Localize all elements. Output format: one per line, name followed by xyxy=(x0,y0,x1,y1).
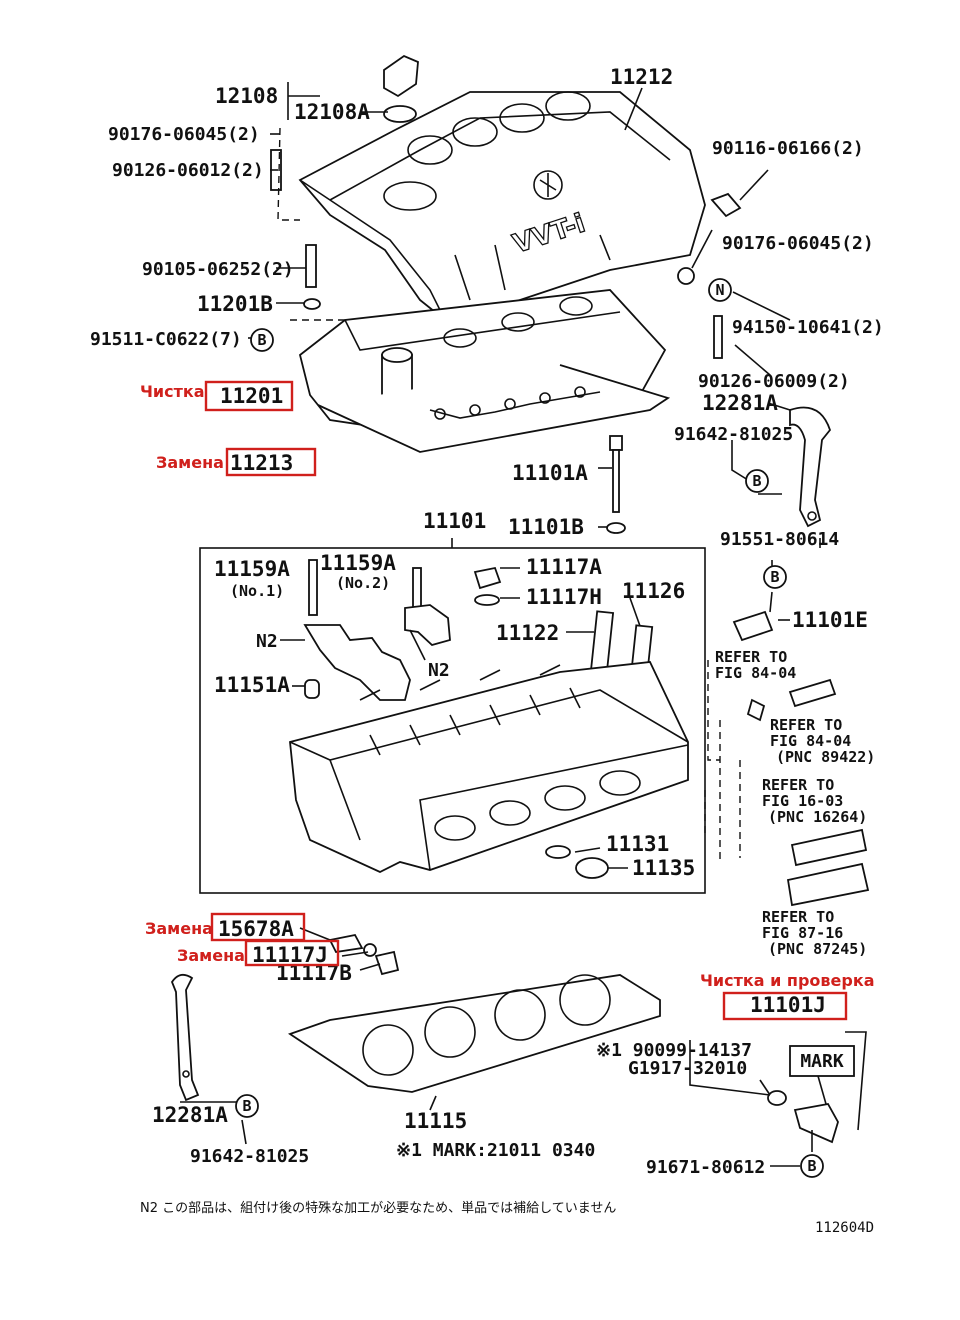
label-11151a: 11151A xyxy=(214,673,290,697)
plug-seal-illustration xyxy=(473,566,502,606)
label-11131: 11131 xyxy=(606,832,669,856)
label-91511-c0622: 91511-C0622(7) xyxy=(90,329,242,350)
engine-hanger-top-illustration xyxy=(789,406,832,528)
refer4-line1: REFER TO xyxy=(762,908,834,926)
label-11101b: 11101B xyxy=(508,515,584,539)
label-11101a: 11101A xyxy=(512,461,588,485)
part-number-labels: 12108 12108A 11212 90176-06045(2) 90126-… xyxy=(90,65,884,1236)
label-94150-10641: 94150-10641(2) xyxy=(732,317,884,338)
annotation-15678a: Замена xyxy=(145,919,213,938)
cover-bolts-illustration xyxy=(270,127,345,321)
refer3-line1: REFER TO xyxy=(762,776,834,794)
label-90176-06045-top: 90176-06045(2) xyxy=(108,124,260,145)
label-n2-mid: N2 xyxy=(428,660,450,681)
refer2-line3: (PNC 89422) xyxy=(776,748,875,766)
circle-n: N xyxy=(715,281,724,299)
leader-lines xyxy=(180,82,827,1167)
label-12281a-top: 12281A xyxy=(702,391,778,415)
label-11101e: 11101E xyxy=(792,608,868,632)
label-no2: (No.2) xyxy=(336,574,390,592)
cover-right-fasteners-illustration xyxy=(677,169,769,359)
mark-note: ※1 MARK:21011 0340 xyxy=(396,1140,595,1161)
refer2-line2: FIG 84-04 xyxy=(770,732,851,750)
head-bolt-illustration xyxy=(606,435,626,534)
label-15678a: 15678A xyxy=(218,917,294,941)
label-11117j: 11117J xyxy=(252,943,328,967)
refer1-line2: FIG 84-04 xyxy=(715,664,796,682)
label-11159a-1: 11159A xyxy=(214,557,290,581)
label-90099-14137: ※1 90099-14137 xyxy=(596,1040,752,1061)
refer2-line1: REFER TO xyxy=(770,716,842,734)
circle-b-5: B xyxy=(807,1157,816,1175)
label-11126: 11126 xyxy=(622,579,685,603)
annotation-11213: Замена xyxy=(156,453,224,472)
head-gasket-illustration xyxy=(287,974,661,1093)
annotation-11117j: Замена xyxy=(177,946,245,965)
label-91671-80612: 91671-80612 xyxy=(646,1157,765,1178)
mark-tag: MARK xyxy=(800,1051,844,1072)
camshaft-bearing-caps-illustration xyxy=(303,559,451,701)
label-n2-left: N2 xyxy=(256,631,278,652)
highlight-11117j xyxy=(244,939,340,967)
red-annotations: Чистка Замена Замена Замена Чистка и про… xyxy=(140,380,875,1021)
circle-b-2: B xyxy=(752,472,761,490)
highlight-11201 xyxy=(204,380,294,412)
cylinder-head-cover-lower-illustration xyxy=(298,289,671,453)
label-11117h: 11117H xyxy=(526,585,602,609)
annotation-11101j: Чистка и проверка xyxy=(700,971,875,990)
highlight-11213 xyxy=(225,447,317,477)
label-11101j: 11101J xyxy=(750,993,826,1017)
oil-filler-cap-illustration xyxy=(383,54,419,123)
label-11212: 11212 xyxy=(610,65,673,89)
label-11201: 11201 xyxy=(220,384,283,408)
label-90105-06252: 90105-06252(2) xyxy=(142,259,294,280)
label-11117a: 11117A xyxy=(526,555,602,579)
label-11135: 11135 xyxy=(632,856,695,880)
figure-number: 112604D xyxy=(815,1220,874,1236)
label-91642-81025-bottom: 91642-81025 xyxy=(190,1146,309,1167)
refer3-line3: (PNC 16264) xyxy=(768,808,867,826)
refer4-line2: FIG 87-16 xyxy=(762,924,843,942)
annotation-11201: Чистка xyxy=(140,382,205,401)
circled-reference-markers: B N B B B B xyxy=(235,278,824,1178)
label-90176-06045-right: 90176-06045(2) xyxy=(722,233,874,254)
label-91551-80614: 91551-80614 xyxy=(720,529,839,550)
highlight-11101j xyxy=(722,991,848,1021)
label-11201b: 11201B xyxy=(197,292,273,316)
circle-b-3: B xyxy=(770,568,779,586)
label-11213: 11213 xyxy=(230,451,293,475)
engine-hanger-bottom-illustration xyxy=(170,973,200,1102)
refer3-line2: FIG 16-03 xyxy=(762,792,843,810)
cylinder-head-cover-illustration: VVT-i xyxy=(298,91,706,321)
label-11101: 11101 xyxy=(423,509,486,533)
label-no1: (No.1) xyxy=(230,582,284,600)
label-12108: 12108 xyxy=(215,84,278,108)
label-90116-06166: 90116-06166(2) xyxy=(712,138,864,159)
label-12108a: 12108A xyxy=(294,100,370,124)
footnote-n2: N2 この部品は、組付け後の特殊な加工が必要なため、単品では補給していません xyxy=(140,1200,616,1216)
refer4-line3: (PNC 87245) xyxy=(768,940,867,958)
label-90126-06012: 90126-06012(2) xyxy=(112,160,264,181)
label-11159a-2: 11159A xyxy=(320,551,396,575)
cylinder-head-subassembly-box xyxy=(199,538,706,894)
circle-b-4: B xyxy=(242,1097,251,1115)
refer1-line1: REFER TO xyxy=(715,648,787,666)
label-11122: 11122 xyxy=(496,621,559,645)
label-11115: 11115 xyxy=(404,1109,467,1133)
right-side-fittings-illustration xyxy=(704,610,870,907)
circle-b-1: B xyxy=(257,331,266,349)
label-12281a-bottom: 12281A xyxy=(152,1103,228,1127)
label-g1917-32010: G1917-32010 xyxy=(628,1058,747,1079)
label-91642-81025-top: 91642-81025 xyxy=(674,424,793,445)
label-90126-06009: 90126-06009(2) xyxy=(698,371,850,392)
oil-control-valve-filter-illustration xyxy=(767,1031,867,1144)
cylinder-head-illustration xyxy=(289,661,689,879)
